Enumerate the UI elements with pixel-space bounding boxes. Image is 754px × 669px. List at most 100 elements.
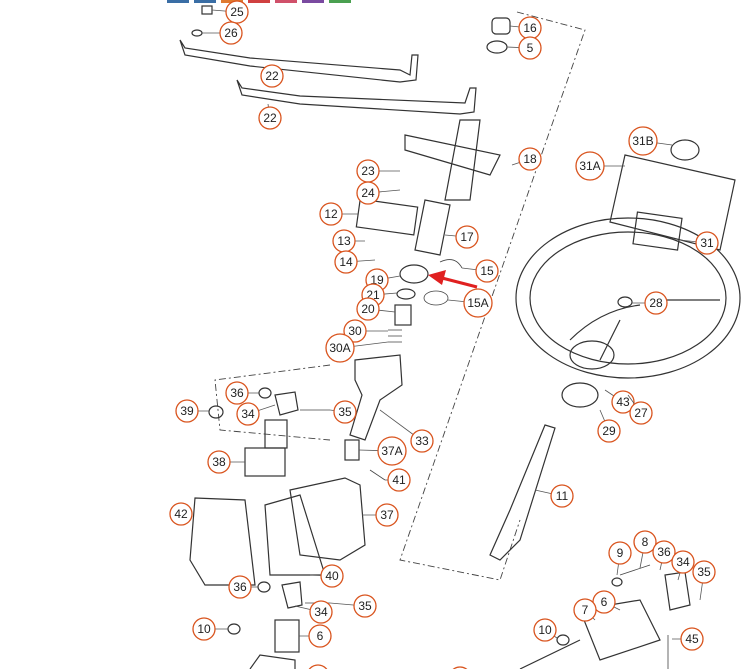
callout-10: 10	[192, 617, 228, 641]
steering-wheel-rim	[515, 217, 741, 379]
callout-37: 37	[362, 503, 399, 527]
callout-7: 7	[573, 598, 597, 622]
part-38	[244, 447, 286, 477]
nut-36-lower	[257, 581, 271, 593]
washer-9	[611, 577, 623, 587]
callout-circle	[260, 64, 284, 88]
callout-43: 43	[604, 389, 635, 414]
callout-20: 20	[356, 297, 396, 321]
color-tab[interactable]	[275, 0, 297, 3]
callout-17: 17	[444, 225, 479, 249]
callout-37a: 37A	[358, 436, 407, 466]
bearing-19	[399, 264, 429, 284]
callout-label: 34	[241, 407, 255, 421]
callout-6: 6	[592, 590, 621, 614]
gasket-42	[189, 497, 256, 586]
callout-circle	[533, 618, 557, 642]
color-tab[interactable]	[194, 0, 216, 3]
callout-9: 9	[608, 541, 632, 576]
callout-label: 34	[314, 605, 328, 619]
callout-circle	[633, 530, 657, 554]
callout-label: 28	[649, 296, 663, 310]
callout-5: 5	[506, 36, 542, 60]
callout-circle	[597, 419, 621, 443]
callout-15: 15	[461, 259, 499, 283]
color-tab[interactable]	[248, 0, 270, 3]
callout-circle	[518, 36, 542, 60]
steering-wheel-spokes	[569, 299, 720, 361]
callout-label: 36	[657, 545, 671, 559]
shaft-lower	[519, 639, 581, 669]
callout-circle	[356, 181, 380, 205]
callout-label: 15A	[467, 296, 488, 310]
callout-label: 29	[602, 424, 616, 438]
callout-35: 35	[329, 400, 357, 424]
tube-17	[414, 199, 451, 256]
horn-pad-31A	[609, 154, 736, 251]
color-tab[interactable]	[167, 0, 189, 3]
callout-label: 38	[212, 455, 226, 469]
clamp-34	[274, 391, 299, 416]
callout-label: 31	[700, 236, 714, 250]
callout-label: 6	[317, 629, 324, 643]
callout-11: 11	[534, 484, 574, 508]
callout-circle	[628, 126, 658, 156]
callout-label: 42	[174, 507, 188, 521]
callout-label: 22	[265, 69, 279, 83]
color-tab[interactable]	[302, 0, 324, 3]
callout-label: 6	[601, 595, 608, 609]
part-5	[486, 40, 508, 54]
callout-label: 43	[616, 395, 630, 409]
part-39	[208, 405, 224, 419]
callout-8: 8	[633, 530, 657, 569]
screw-41	[369, 469, 386, 481]
callout-6: 6	[299, 624, 332, 648]
column-tube	[444, 119, 481, 201]
bracket-bottom	[249, 654, 296, 669]
callout-circle	[219, 21, 243, 45]
callout-label: 31B	[632, 134, 653, 148]
callout-label: 41	[392, 473, 406, 487]
color-tab[interactable]	[329, 0, 351, 3]
callout-label: 37A	[381, 444, 402, 458]
callout-40: 40	[309, 564, 344, 588]
callout-circle	[225, 0, 249, 24]
callout-label: 12	[324, 207, 338, 221]
callout-36: 36	[652, 540, 676, 571]
callout-label: 22	[263, 111, 277, 125]
callout-34: 34	[294, 600, 333, 624]
dash-outline	[399, 11, 586, 581]
callout-label: 10	[197, 622, 211, 636]
callout-38: 38	[207, 450, 245, 474]
callout-33: 33	[379, 409, 434, 453]
callout-10: 10	[533, 618, 558, 642]
callout-label: 20	[361, 302, 375, 316]
callout-22: 22	[258, 103, 282, 130]
callout-label: 34	[676, 555, 690, 569]
callout-circle	[325, 333, 355, 363]
callout-label: 35	[338, 405, 352, 419]
bracket-22-upper	[179, 39, 419, 83]
cover-37	[289, 477, 366, 561]
callout-circle	[333, 400, 357, 424]
callout-circle	[680, 627, 704, 651]
callout-label: 31A	[579, 159, 600, 173]
coupling-7	[579, 599, 661, 661]
clip-15	[439, 259, 463, 269]
part-38-body	[264, 419, 288, 449]
callout-label: 24	[361, 186, 375, 200]
callout-label: 14	[339, 255, 353, 269]
callout-circle	[550, 484, 574, 508]
highlight-arrow	[428, 270, 478, 289]
washer-21	[396, 288, 416, 300]
callout-31: 31	[679, 231, 719, 255]
callout-label: 7	[582, 603, 589, 617]
callout-13: 13	[332, 229, 365, 253]
callout-34: 34	[671, 550, 695, 581]
callout-label: 45	[685, 632, 699, 646]
callout-circle	[334, 250, 358, 274]
emblem-31B	[670, 139, 700, 161]
callout-circle	[353, 594, 377, 618]
callout-circle	[463, 288, 493, 318]
